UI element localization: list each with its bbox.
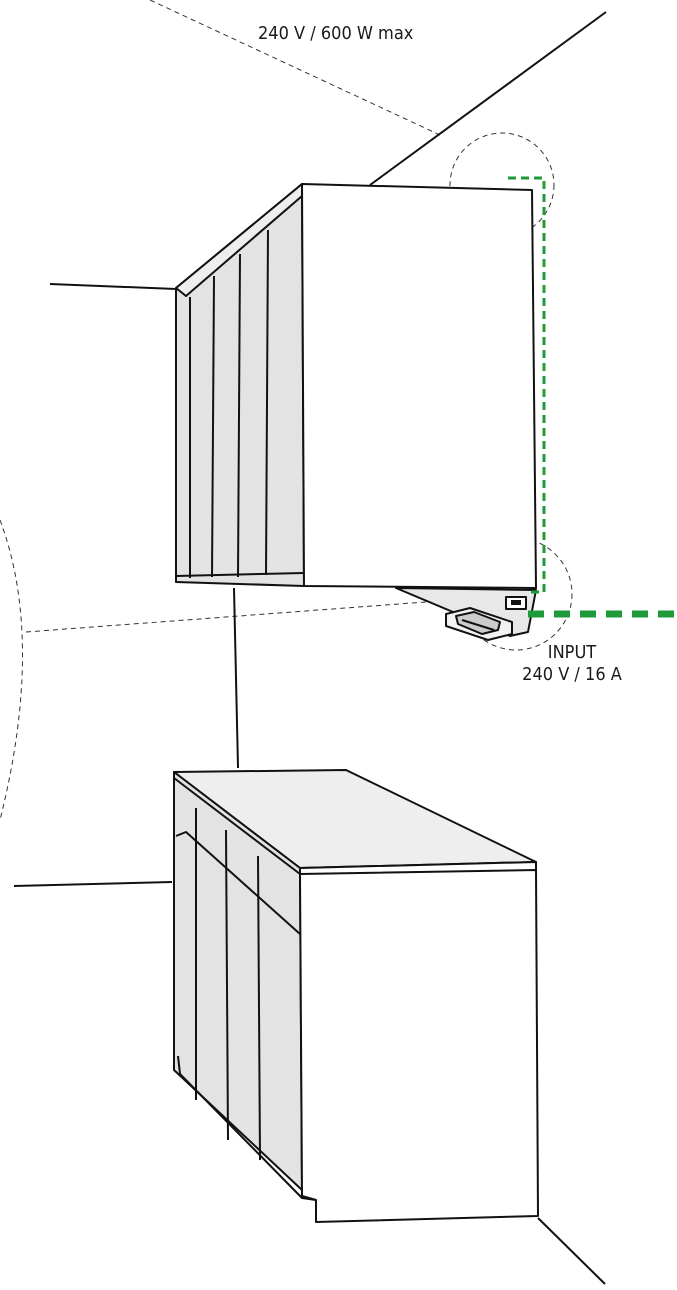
lower-unit-base-edge <box>177 1055 317 1201</box>
input-rating-block: INPUT 240 V / 16 A <box>512 642 632 686</box>
lower-unit-fins <box>175 808 301 1161</box>
upper-unit-front-face <box>301 183 537 589</box>
input-rating-label: 240 V / 16 A <box>522 664 622 685</box>
power-inlet-icon <box>505 596 527 610</box>
upper-unit <box>175 183 537 641</box>
wall-line-bottom-left <box>13 881 173 887</box>
power-inlet-slot <box>511 600 521 605</box>
lower-fin-3 <box>257 855 261 1161</box>
wall-line-top-left <box>49 283 177 290</box>
input-title-label: INPUT <box>547 642 597 663</box>
power-wiring <box>508 176 677 618</box>
fin-4 <box>265 229 269 576</box>
upper-unit-fins <box>189 229 269 578</box>
outlet-socket-icon <box>445 607 513 641</box>
lower-guide-line <box>25 599 453 633</box>
lower-fin-2 <box>225 829 229 1141</box>
output-wire <box>508 176 546 594</box>
socket-detail <box>461 619 495 631</box>
fin-3 <box>237 253 241 578</box>
lower-unit <box>173 769 539 1223</box>
output-rating-label: 240 V / 600 W max <box>258 23 414 44</box>
wall-line-center-vertical <box>233 587 239 769</box>
lower-unit-top-edge <box>173 777 301 875</box>
wall-lines <box>13 11 607 1285</box>
wall-line-top-right <box>369 11 607 186</box>
lower-divider <box>175 831 301 935</box>
lower-unit-front-face <box>299 869 539 1223</box>
fin-2 <box>211 275 215 578</box>
left-arc-guide <box>0 519 23 821</box>
upper-unit-bottom-strip <box>175 572 305 577</box>
upper-guide-line <box>149 0 441 136</box>
wall-line-bottom-right <box>537 1217 606 1285</box>
